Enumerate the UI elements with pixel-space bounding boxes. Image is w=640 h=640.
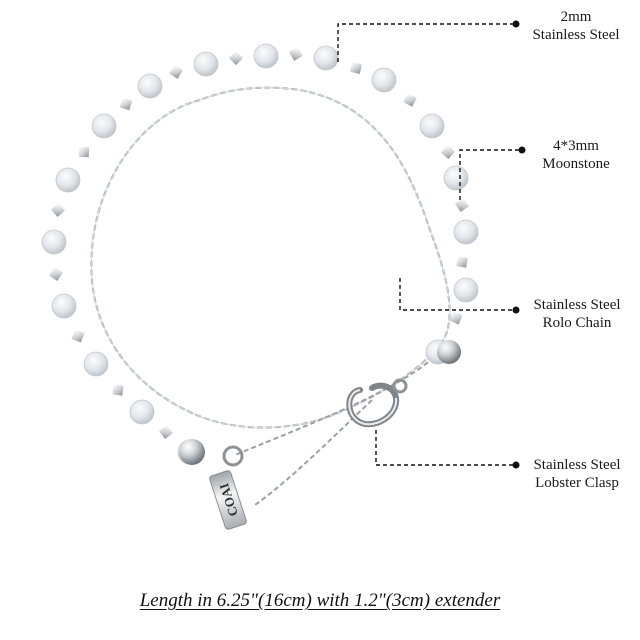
moonstone-bead (51, 293, 77, 319)
callout-clasp-type: Lobster Clasp (535, 475, 619, 491)
steel-cube-bead (289, 47, 303, 61)
moonstone-bead (55, 167, 81, 193)
callout-wire: 2mm Stainless Steel (510, 8, 640, 44)
callout-wire-size: 2mm (560, 9, 592, 25)
moonstone-bead (313, 45, 339, 71)
steel-cube-bead (456, 256, 468, 268)
callout-moonstone: 4*3mm Moonstone (520, 137, 632, 173)
steel-cube-bead (350, 62, 362, 74)
callout-rolo-chain: Stainless Steel Rolo Chain (514, 296, 640, 332)
lobster-clasp (346, 378, 408, 428)
callout-moonstone-material: Moonstone (542, 156, 610, 172)
moonstone-bead (83, 351, 109, 377)
callout-moonstone-size: 4*3mm (553, 138, 599, 154)
moonstone-bead (453, 219, 479, 245)
jump-ring (222, 445, 244, 467)
steel-cube-bead (403, 93, 417, 107)
steel-cube-bead (49, 267, 63, 281)
callout-leaders (337, 23, 520, 466)
moonstone-bead (129, 399, 155, 425)
moonstone-strand (41, 43, 479, 465)
steel-cube-bead (112, 384, 124, 396)
steel-cube-bead (440, 144, 456, 160)
brand-tag: COAI (209, 470, 247, 530)
steel-cube-bead (50, 202, 66, 218)
moonstone-bead (41, 229, 67, 255)
steel-cube-bead (158, 424, 174, 440)
callout-lobster-clasp: Stainless Steel Lobster Clasp (514, 456, 640, 492)
steel-cube-bead (119, 97, 133, 111)
steel-cube-bead (455, 198, 469, 212)
callout-rolo-material: Stainless Steel (533, 297, 621, 313)
extender-chain (234, 351, 441, 506)
callout-clasp-material: Stainless Steel (533, 457, 621, 473)
rolo-chain (90, 86, 451, 429)
steel-cube-bead (71, 329, 85, 343)
callout-rolo-type: Rolo Chain (542, 315, 612, 331)
slider-ball-left (179, 439, 205, 465)
callout-wire-material: Stainless Steel (532, 27, 620, 43)
callout-dots (512, 20, 526, 469)
moonstone-bead (91, 113, 117, 139)
length-caption: Length in 6.25"(16cm) with 1.2"(3cm) ext… (139, 590, 501, 611)
steel-cube-bead (449, 311, 463, 325)
moonstone-bead (193, 51, 219, 77)
moonstone-bead (419, 113, 445, 139)
moonstone-bead (443, 165, 469, 191)
slider-ball-right (437, 340, 461, 364)
moonstone-bead (371, 67, 397, 93)
moonstone-bead (137, 73, 163, 99)
steel-cube-bead (78, 146, 90, 158)
steel-cube-bead (169, 65, 183, 79)
moonstone-bead (453, 277, 479, 303)
steel-cube-bead (228, 50, 244, 66)
moonstone-bead (253, 43, 279, 69)
